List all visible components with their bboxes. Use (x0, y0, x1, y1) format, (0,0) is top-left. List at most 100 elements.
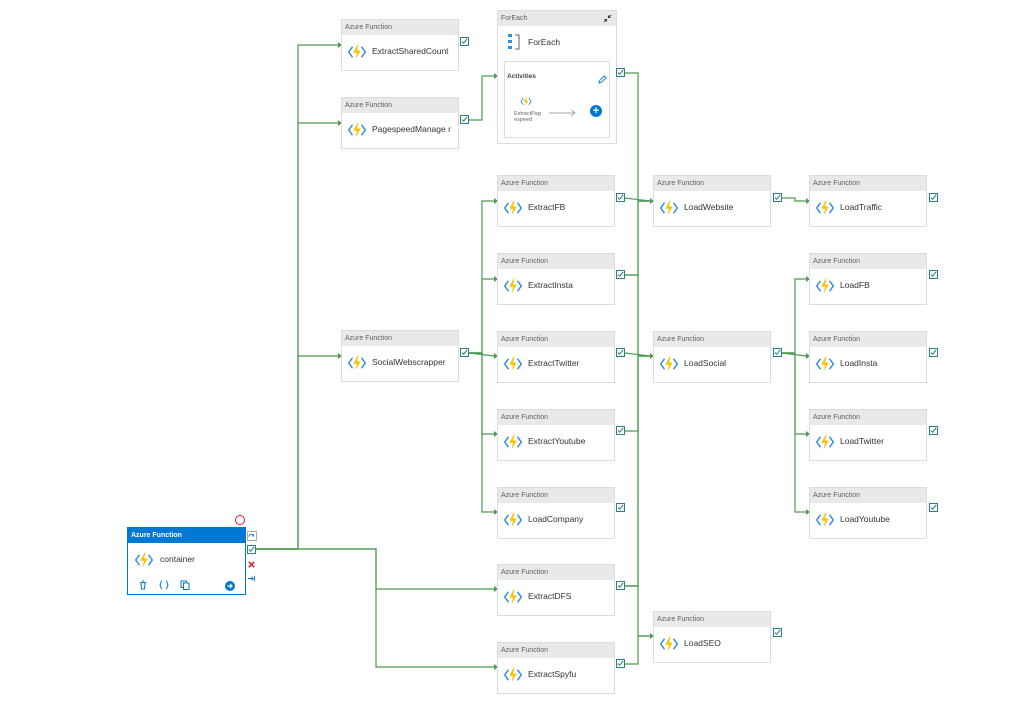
success-output-handle[interactable] (616, 659, 625, 668)
azure-function-icon (504, 356, 522, 372)
activity-extract-twitter[interactable]: Azure Function ExtractTwitter (497, 331, 615, 383)
copy-icon[interactable] (180, 580, 190, 590)
activity-load-social[interactable]: Azure Function LoadSocial (653, 331, 771, 383)
activity-load-website[interactable]: Azure Function LoadWebsite (653, 175, 771, 227)
success-output-handle[interactable] (929, 193, 938, 202)
azure-function-icon (504, 200, 522, 216)
azure-function-icon (816, 512, 834, 528)
activity-type-label: Azure Function (654, 332, 770, 347)
activity-name: ExtractSharedCount (372, 46, 449, 56)
delete-icon[interactable] (138, 580, 148, 590)
activity-type-label: Azure Function (654, 612, 770, 627)
activity-load-seo[interactable]: Azure Function LoadSEO (653, 611, 771, 663)
activity-load-traffic[interactable]: Azure Function LoadTraffic (809, 175, 927, 227)
foreach-header: ForEach (498, 11, 616, 26)
success-output-handle[interactable] (773, 348, 782, 357)
activity-type-label: Azure Function (498, 643, 614, 658)
activity-name: LoadSEO (684, 638, 721, 648)
activity-type-label: Azure Function (498, 254, 614, 269)
success-output-handle[interactable] (616, 193, 625, 202)
activity-name: LoadCompany (528, 514, 584, 524)
activity-name: ExtractSpyfu (528, 669, 577, 679)
azure-function-icon (504, 667, 522, 683)
success-output-handle[interactable] (460, 37, 469, 46)
azure-function-icon (520, 96, 532, 107)
activity-load-company[interactable]: Azure Function LoadCompany (497, 487, 615, 539)
activity-container-selected[interactable]: Azure Function container (127, 527, 246, 595)
activity-social-webscrapper[interactable]: Azure Function SocialWebscrapper (341, 330, 459, 382)
collapse-icon[interactable] (603, 14, 612, 23)
activity-type-label: Azure Function (498, 565, 614, 580)
add-activity-button[interactable]: + (590, 105, 602, 117)
activity-extract-youtube[interactable]: Azure Function ExtractYoutube (497, 409, 615, 461)
success-output-handle[interactable] (616, 270, 625, 279)
azure-function-icon (504, 512, 522, 528)
success-output-handle[interactable] (616, 68, 625, 77)
code-icon[interactable] (159, 580, 169, 590)
activity-extract-insta[interactable]: Azure Function ExtractInsta (497, 253, 615, 305)
azure-function-icon (816, 200, 834, 216)
success-output-handle[interactable] (773, 628, 782, 637)
activity-name: ExtractInsta (528, 280, 573, 290)
activity-type-label: Azure Function (654, 176, 770, 191)
azure-function-icon (816, 278, 834, 294)
edit-pencil-icon[interactable] (598, 75, 607, 84)
foreach-activity[interactable]: ForEach ForEach Activities ExtractPag es… (497, 10, 617, 144)
activity-type-label: Azure Function (810, 488, 926, 503)
activity-extract-dfs[interactable]: Azure Function ExtractDFS (497, 564, 615, 616)
success-output-handle[interactable] (460, 115, 469, 124)
activity-type-label: Azure Function (498, 176, 614, 191)
activity-extract-spyfu[interactable]: Azure Function ExtractSpyfu (497, 642, 615, 694)
activity-name: LoadTwitter (840, 436, 884, 446)
azure-function-icon (816, 434, 834, 450)
azure-function-icon (816, 356, 834, 372)
azure-function-icon (660, 636, 678, 652)
success-output-handle[interactable] (616, 426, 625, 435)
success-output-handle[interactable] (929, 348, 938, 357)
activity-name: LoadFB (840, 280, 870, 290)
azure-function-icon (660, 356, 678, 372)
activity-load-twitter[interactable]: Azure Function LoadTwitter (809, 409, 927, 461)
success-output-handle[interactable] (773, 193, 782, 202)
activity-extract-fb[interactable]: Azure Function ExtractFB (497, 175, 615, 227)
success-output-handle[interactable] (929, 270, 938, 279)
activity-pagespeed-manager[interactable]: Azure Function PagespeedManage r (341, 97, 459, 149)
activity-extract-shared-count[interactable]: Azure Function ExtractSharedCount (341, 19, 459, 71)
foreach-icon (508, 34, 520, 50)
activity-name: LoadSocial (684, 358, 727, 368)
success-output-handle[interactable] (929, 503, 938, 512)
success-output-handle[interactable] (929, 426, 938, 435)
failure-output-handle[interactable] (247, 560, 257, 570)
activity-load-youtube[interactable]: Azure Function LoadYoutube (809, 487, 927, 539)
activity-name: ExtractTwitter (528, 358, 580, 368)
success-output-handle[interactable] (460, 348, 469, 357)
activity-load-insta[interactable]: Azure Function LoadInsta (809, 331, 927, 383)
activity-type-label: Azure Function (498, 488, 614, 503)
success-output-handle[interactable] (616, 503, 625, 512)
inner-activity-name[interactable]: ExtractPag espeed (514, 111, 541, 123)
activities-label: Activities (507, 73, 536, 80)
activity-type-label: Azure Function (342, 98, 458, 113)
activity-name: container (160, 554, 195, 564)
foreach-activities-panel: Activities ExtractPag espeed + (504, 61, 610, 138)
success-output-handle[interactable] (247, 545, 256, 554)
completion-output-handle[interactable] (247, 574, 257, 584)
activity-name: ExtractDFS (528, 591, 572, 601)
success-output-handle[interactable] (616, 581, 625, 590)
activity-type-label: Azure Function (342, 20, 458, 35)
validation-error-icon[interactable] (235, 515, 245, 525)
go-icon[interactable] (225, 581, 235, 591)
arrow-right-icon (549, 109, 576, 117)
activity-name: PagespeedManage r (372, 124, 451, 134)
activity-name: ExtractYoutube (528, 436, 586, 446)
activity-name: ExtractFB (528, 202, 566, 212)
azure-function-icon (504, 434, 522, 450)
activity-name: SocialWebscrapper (372, 357, 446, 367)
activity-name: LoadInsta (840, 358, 878, 368)
success-output-handle[interactable] (616, 348, 625, 357)
activity-load-fb[interactable]: Azure Function LoadFB (809, 253, 927, 305)
skip-output-handle[interactable] (247, 531, 257, 541)
azure-function-icon (504, 278, 522, 294)
azure-function-icon (348, 44, 366, 60)
